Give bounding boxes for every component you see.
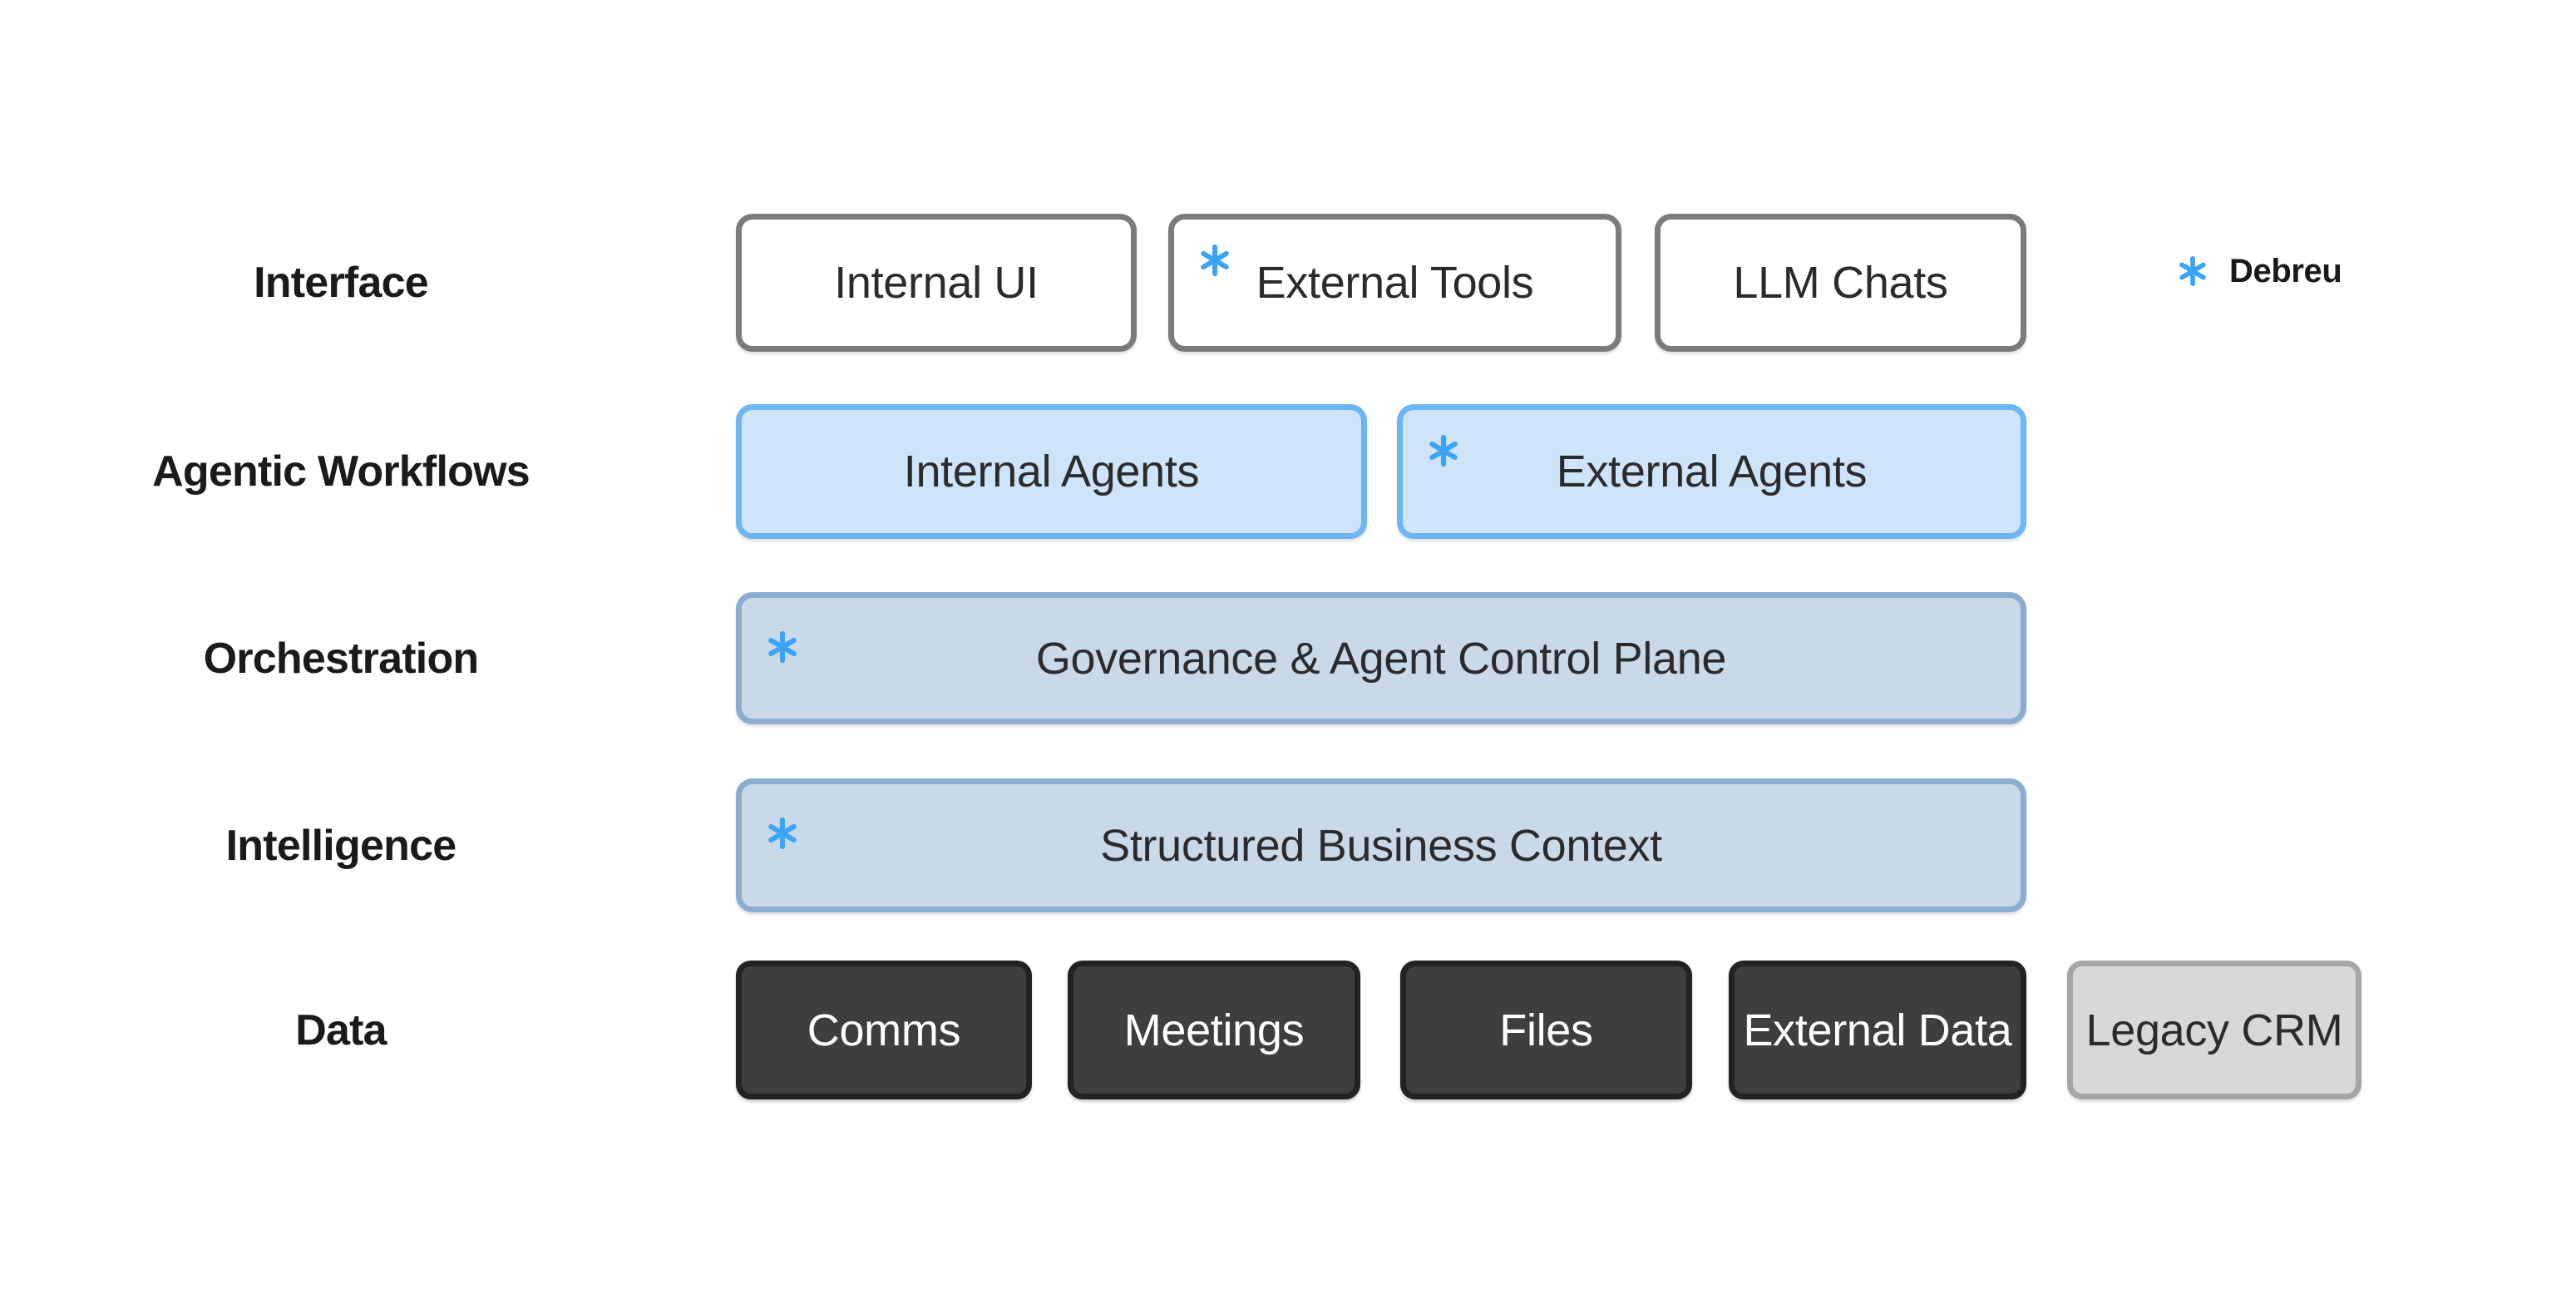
box-external-data: External Data [1729, 961, 2026, 1099]
box-comms: Comms [736, 961, 1032, 1099]
legend-label: Debreu [2229, 252, 2342, 289]
layer-label-interface: Interface [254, 259, 429, 307]
asterisk-icon [1201, 245, 1229, 276]
box-legacy-crm: Legacy CRM [2067, 961, 2361, 1099]
layer-label-agentic-workflows: Agentic Workflows [152, 447, 530, 496]
layer-label-data: Data [295, 1005, 387, 1055]
box-structured-business-context-label: Structured Business Context [1100, 820, 1662, 871]
box-external-agents-label: External Agents [1556, 447, 1868, 496]
box-internal-ui-label: Internal UI [834, 258, 1039, 308]
box-external-data-label: External Data [1743, 1005, 2012, 1055]
box-files: Files [1400, 961, 1692, 1099]
box-legacy-crm-label: Legacy CRM [2085, 1005, 2343, 1055]
box-meetings: Meetings [1068, 961, 1360, 1099]
asterisk-icon [2179, 256, 2206, 286]
box-internal-agents-label: Internal Agents [903, 447, 1200, 496]
box-external-tools: External Tools [1168, 214, 1621, 352]
box-llm-chats: LLM Chats [1655, 214, 2026, 352]
layer-label-orchestration: Orchestration [203, 634, 480, 683]
asterisk-icon [768, 818, 797, 849]
asterisk-icon [768, 631, 797, 663]
box-governance-label: Governance & Agent Control Plane [1035, 633, 1727, 684]
box-comms-label: Comms [807, 1005, 961, 1055]
box-structured-business-context: Structured Business Context [736, 778, 2026, 912]
legend: Debreu [2179, 252, 2342, 290]
box-internal-agents: Internal Agents [736, 404, 1367, 539]
box-meetings-label: Meetings [1123, 1005, 1305, 1055]
box-internal-ui: Internal UI [736, 214, 1137, 352]
box-governance-agent-control-plane: Governance & Agent Control Plane [736, 592, 2026, 724]
box-llm-chats-label: LLM Chats [1733, 258, 1948, 308]
asterisk-icon [1429, 435, 1458, 467]
box-files-label: Files [1499, 1005, 1593, 1055]
layer-label-intelligence: Intelligence [225, 821, 456, 870]
box-external-agents: External Agents [1397, 404, 2026, 539]
box-external-tools-label: External Tools [1256, 258, 1534, 308]
